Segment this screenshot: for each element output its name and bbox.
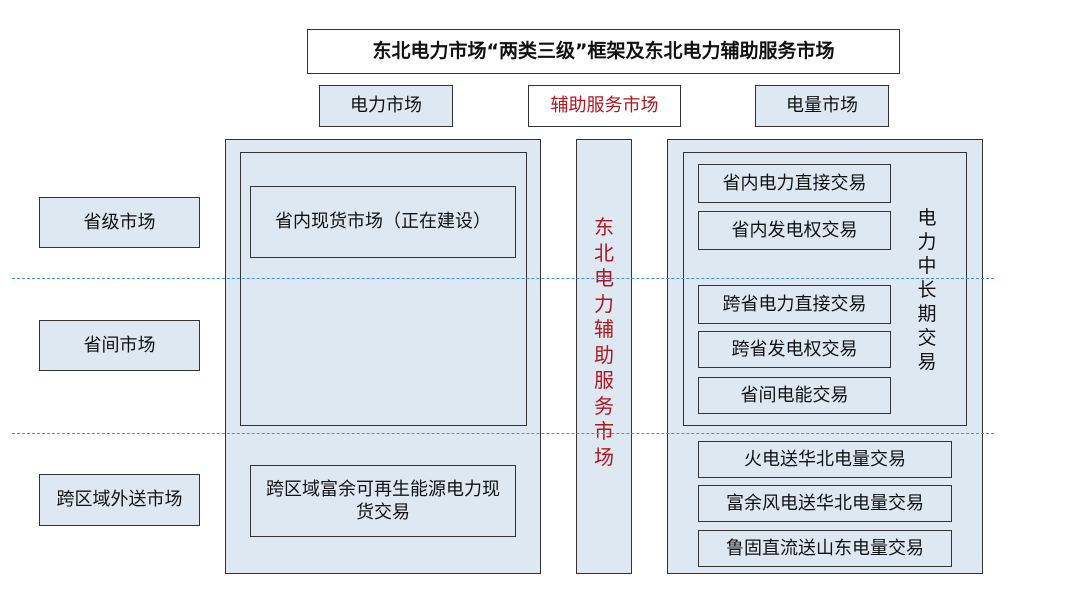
vertical-char: 电 <box>917 207 937 229</box>
level-divider-upper <box>12 278 994 279</box>
diagram-title-text: 东北电力市场“两类三级”框架及东北电力辅助服务市场 <box>372 40 835 63</box>
vertical-char: 北 <box>594 240 614 265</box>
cross-region-item-lugu-label: 鲁固直流送山东电量交易 <box>726 537 924 559</box>
cross-region-spot-box: 跨区域富余可再生能源电力现货交易 <box>250 465 516 537</box>
vertical-char: 交 <box>917 327 937 349</box>
cross-region-item-wind: 富余风电送华北电量交易 <box>698 485 952 522</box>
level-label-provincial-text: 省级市场 <box>83 211 156 233</box>
vertical-char: 服 <box>594 368 614 392</box>
level-label-inter-provincial: 省间市场 <box>39 320 200 371</box>
vertical-char: 务 <box>594 393 614 418</box>
vertical-char: 辅 <box>594 317 614 341</box>
vertical-char: 东 <box>594 215 614 239</box>
column-header-power-market-label: 电力市场 <box>350 95 422 117</box>
cross-region-spot-label: 跨区域富余可再生能源电力现货交易 <box>266 478 500 523</box>
cross-region-item-wind-label: 富余风电送华北电量交易 <box>726 492 924 514</box>
power-market-inner-group <box>240 152 527 426</box>
energy-item-inter-provincial-energy: 省间电能交易 <box>698 377 891 414</box>
vertical-char: 助 <box>594 342 614 367</box>
provincial-spot-market-box: 省内现货市场（正在建设） <box>250 186 516 258</box>
energy-item-cross-province-direct-label: 跨省电力直接交易 <box>722 293 867 315</box>
vertical-char: 期 <box>917 303 937 325</box>
energy-item-provincial-generation-right-label: 省内发电权交易 <box>731 219 858 241</box>
vertical-char: 场 <box>594 444 614 469</box>
level-label-cross-region: 跨区域外送市场 <box>39 474 200 526</box>
level-label-inter-provincial-text: 省间市场 <box>83 334 156 356</box>
column-header-power-market: 电力市场 <box>319 85 453 127</box>
energy-item-cross-province-generation-right: 跨省发电权交易 <box>698 331 891 368</box>
ancillary-service-vertical-label: 东北电力辅助服务市场 <box>576 215 632 470</box>
cross-region-item-thermal: 火电送华北电量交易 <box>698 441 952 478</box>
cross-region-item-lugu: 鲁固直流送山东电量交易 <box>698 530 952 567</box>
mid-long-term-vertical-label: 电力中长期交易 <box>912 206 942 374</box>
ancillary-service-column <box>576 139 632 574</box>
column-header-ancillary-market: 辅助服务市场 <box>528 85 681 127</box>
vertical-char: 力 <box>594 291 614 316</box>
cross-region-item-thermal-label: 火电送华北电量交易 <box>744 448 906 470</box>
vertical-char: 易 <box>917 351 937 373</box>
vertical-char: 市 <box>594 419 614 443</box>
level-divider-lower <box>12 433 994 434</box>
column-header-energy-market: 电量市场 <box>755 85 889 127</box>
vertical-char: 力 <box>917 231 937 253</box>
vertical-char: 中 <box>917 255 937 277</box>
energy-item-cross-province-generation-right-label: 跨省发电权交易 <box>731 338 858 360</box>
vertical-char: 长 <box>917 279 937 301</box>
energy-item-cross-province-direct: 跨省电力直接交易 <box>698 285 891 324</box>
level-label-provincial: 省级市场 <box>39 197 200 248</box>
energy-item-provincial-direct: 省内电力直接交易 <box>698 164 891 203</box>
energy-item-inter-provincial-energy-label: 省间电能交易 <box>740 384 849 406</box>
column-header-energy-market-label: 电量市场 <box>786 95 858 117</box>
energy-item-provincial-generation-right: 省内发电权交易 <box>698 211 891 250</box>
level-label-cross-region-text: 跨区域外送市场 <box>56 489 183 511</box>
provincial-spot-market-label: 省内现货市场（正在建设） <box>275 211 491 233</box>
energy-item-provincial-direct-label: 省内电力直接交易 <box>722 172 867 194</box>
diagram-title: 东北电力市场“两类三级”框架及东北电力辅助服务市场 <box>307 29 900 74</box>
column-header-ancillary-market-label: 辅助服务市场 <box>550 95 659 117</box>
